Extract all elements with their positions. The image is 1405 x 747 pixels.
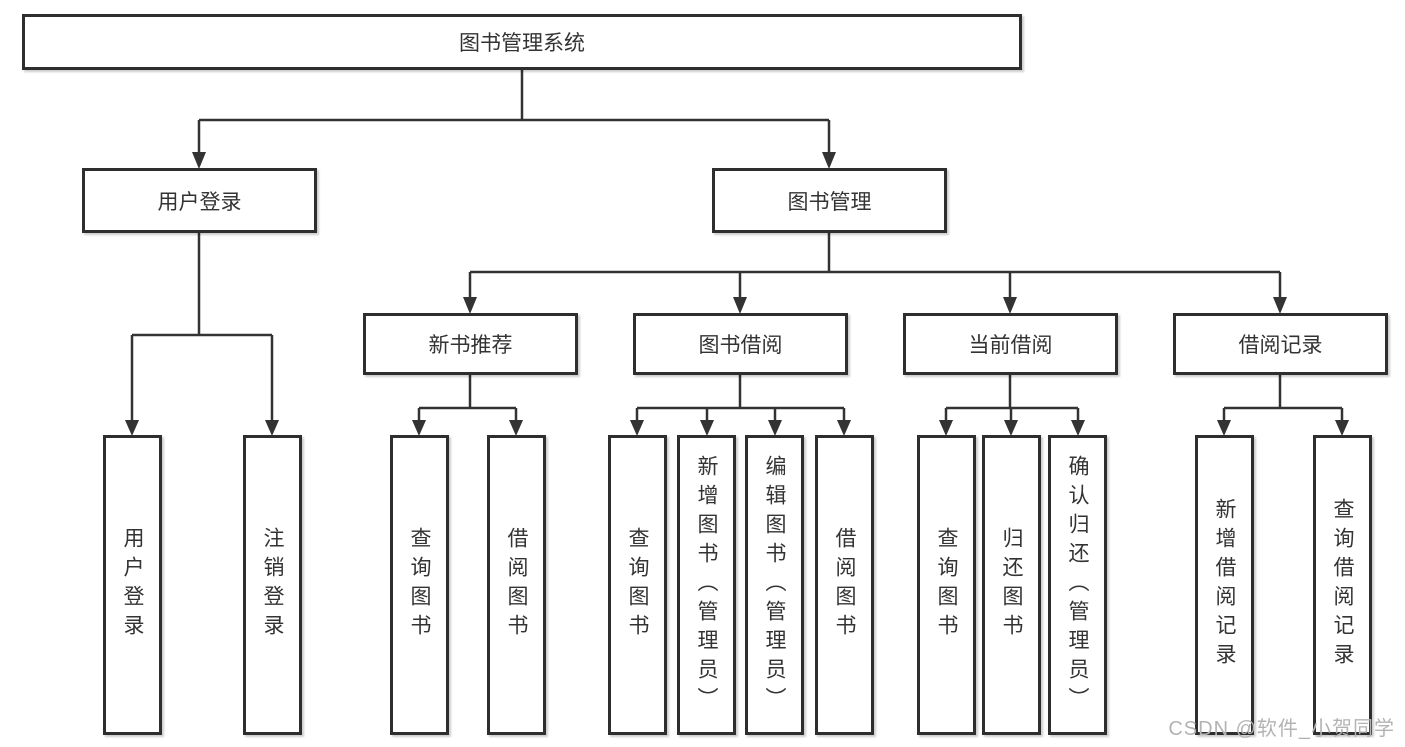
node-label: 编辑图书（管理员） (763, 454, 786, 716)
node-label: 借阅图书 (505, 527, 528, 643)
node-book-borrow: 图书借阅 (633, 313, 848, 375)
csdn-watermark: CSDN @软件_小贺同学 (1168, 718, 1395, 740)
node-label: 注销登录 (261, 527, 284, 643)
node-current-borrow: 当前借阅 (903, 313, 1118, 375)
node-label: 新增借阅记录 (1213, 498, 1236, 672)
node-leaf-query-book-3: 查询图书 (917, 435, 976, 735)
node-leaf-query-book-2: 查询图书 (608, 435, 667, 735)
node-leaf-add-book-admin: 新增图书（管理员） (677, 435, 736, 735)
node-label: 查询图书 (626, 527, 649, 643)
node-leaf-query-book-1: 查询图书 (390, 435, 449, 735)
node-leaf-query-borrow-record: 查询借阅记录 (1313, 435, 1372, 735)
node-leaf-add-borrow-record: 新增借阅记录 (1195, 435, 1254, 735)
node-library-management-system: 图书管理系统 (22, 14, 1022, 70)
node-leaf-borrow-book-1: 借阅图书 (487, 435, 546, 735)
node-label: 归还图书 (1000, 527, 1023, 643)
node-label: 用户登录 (121, 527, 144, 643)
node-new-book-recommend: 新书推荐 (363, 313, 578, 375)
node-label: 借阅图书 (833, 527, 856, 643)
node-leaf-logout: 注销登录 (243, 435, 302, 735)
node-label: 确认归还（管理员） (1066, 454, 1089, 716)
node-leaf-confirm-return-admin: 确认归还（管理员） (1048, 435, 1107, 735)
node-user-login: 用户登录 (82, 168, 317, 233)
node-leaf-user-login: 用户登录 (103, 435, 162, 735)
node-label: 新增图书（管理员） (695, 454, 718, 716)
node-book-management: 图书管理 (712, 168, 947, 233)
node-label: 查询借阅记录 (1331, 498, 1354, 672)
node-label: 查询图书 (935, 527, 958, 643)
node-borrow-record: 借阅记录 (1173, 313, 1388, 375)
node-leaf-edit-book-admin: 编辑图书（管理员） (745, 435, 804, 735)
node-leaf-borrow-book-2: 借阅图书 (815, 435, 874, 735)
node-leaf-return-book: 归还图书 (982, 435, 1041, 735)
node-label: 查询图书 (408, 527, 431, 643)
